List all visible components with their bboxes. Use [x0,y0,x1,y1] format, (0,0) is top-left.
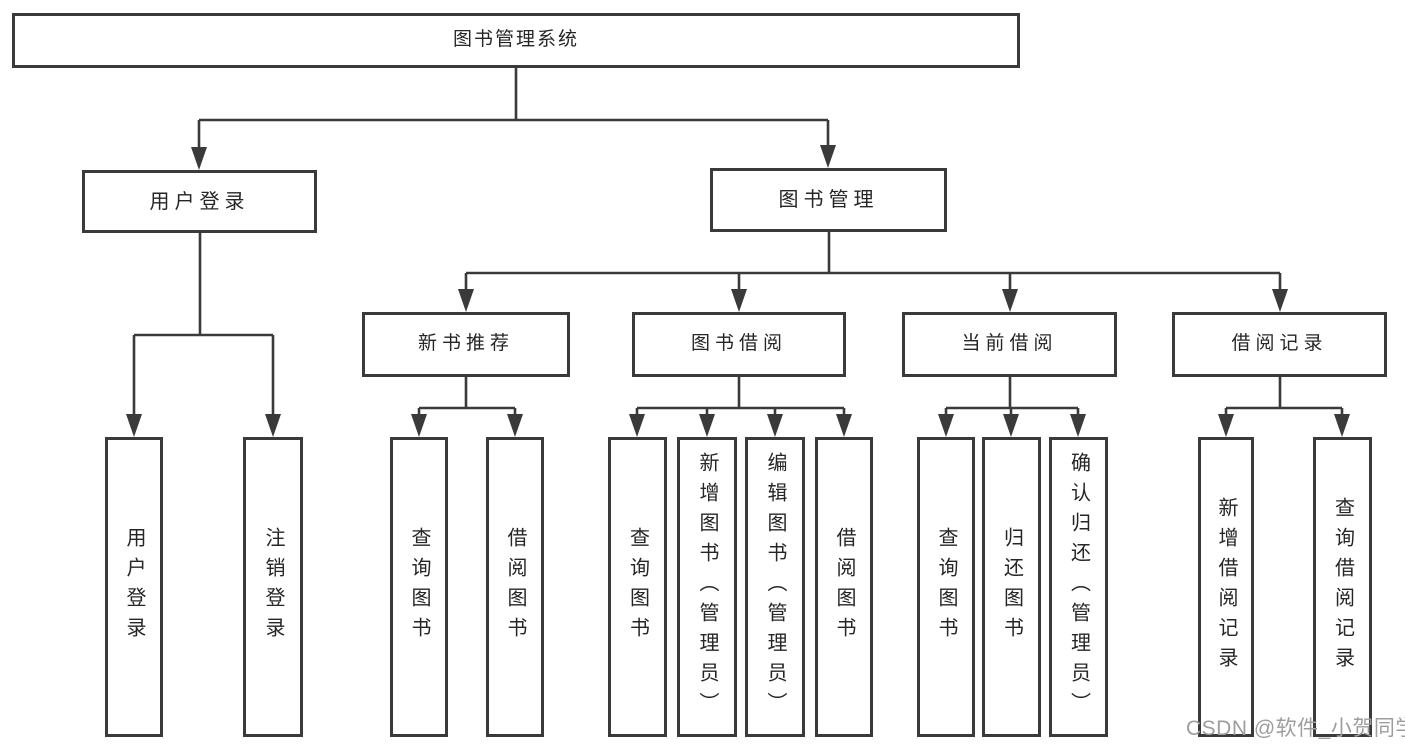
arrowhead-icon [191,147,207,170]
node-current-borrowing: 当前借阅 [902,312,1117,377]
arrowhead-icon [1272,289,1288,312]
arrowhead-icon [629,414,645,437]
leaf-query-books-recommendation: 查询图书 [390,437,448,737]
arrowhead-icon [1070,414,1086,437]
node-book-borrowing: 图书借阅 [632,312,846,377]
node-library-management-system: 图书管理系统 [12,13,1020,68]
leaf-query-borrow-record: 查询借阅记录 [1313,437,1372,737]
leaf-user-login: 用户登录 [105,437,163,737]
arrowhead-icon [1334,414,1350,437]
arrowhead-icon [126,414,142,437]
node-user-login: 用户登录 [82,170,317,233]
arrowhead-icon [836,414,852,437]
node-new-book-recommendation: 新书推荐 [362,312,570,377]
arrowhead-icon [699,414,715,437]
leaf-logout: 注销登录 [243,437,303,737]
leaf-edit-books-admin: 编辑图书（管理员） [745,437,805,737]
watermark-text: CSDN @软件_小贺同学 [1186,717,1405,740]
arrowhead-icon [1002,289,1018,312]
leaf-query-books-current: 查询图书 [917,437,975,737]
node-book-management: 图书管理 [710,168,947,232]
arrowhead-icon [411,414,427,437]
arrowhead-icon [731,289,747,312]
leaf-return-books: 归还图书 [982,437,1041,737]
node-borrowing-records: 借阅记录 [1172,312,1387,377]
arrowhead-icon [820,145,836,168]
arrowhead-icon [767,414,783,437]
arrowhead-icon [938,414,954,437]
arrowhead-icon [458,289,474,312]
leaf-borrow-books-borrowing: 借阅图书 [815,437,873,737]
leaf-query-books-borrowing: 查询图书 [608,437,667,737]
leaf-add-books-admin: 新增图书（管理员） [677,437,737,737]
arrowhead-icon [507,414,523,437]
leaf-borrow-books-recommendation: 借阅图书 [486,437,544,737]
leaf-confirm-return-admin: 确认归还（管理员） [1049,437,1108,737]
arrowhead-icon [1218,414,1234,437]
leaf-add-borrow-record: 新增借阅记录 [1198,437,1254,737]
arrowhead-icon [1003,414,1019,437]
arrowhead-icon [265,414,281,437]
arrowheads [126,145,1350,437]
